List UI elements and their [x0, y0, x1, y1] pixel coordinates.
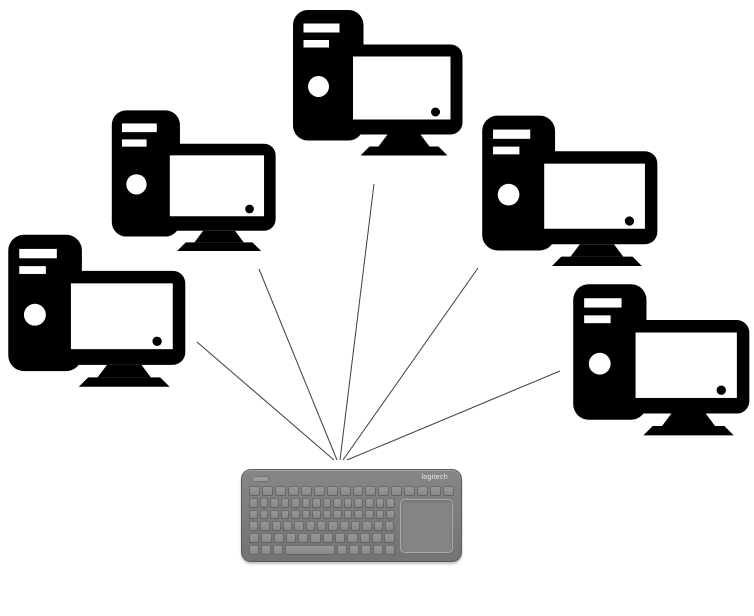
- keyboard-key: [372, 545, 383, 555]
- keyboard-key: [270, 497, 279, 508]
- keyboard-key: [333, 509, 342, 520]
- keyboard-key: [280, 497, 290, 508]
- keyboard-key: [326, 486, 338, 496]
- desktop-computer-icon: [2, 230, 190, 390]
- keyboard-key: [354, 497, 364, 508]
- keyboard-key: [272, 545, 283, 555]
- connection-line-upper-right: [342, 267, 479, 461]
- keyboard-key: [274, 486, 286, 496]
- keyboard-key: [336, 545, 347, 555]
- keyboard-mouse-click-button: [252, 476, 269, 482]
- keyboard-key: [333, 497, 342, 508]
- keyboard-key: [270, 509, 279, 520]
- keyboard-key: [365, 509, 374, 520]
- keyboard-key: [365, 486, 377, 496]
- keyboard-key: [259, 497, 269, 508]
- desktop-computer-icon: [476, 112, 662, 268]
- keyboard-key: [430, 486, 442, 496]
- connection-line-left: [196, 341, 335, 461]
- keyboard-key: [301, 509, 311, 520]
- keyboard-key: [260, 521, 270, 532]
- keyboard-key: [260, 545, 271, 555]
- keyboard-key: [271, 521, 282, 532]
- keyboard-key: [386, 497, 395, 508]
- keyboard-key: [312, 497, 321, 508]
- keyboard-key: [404, 486, 416, 496]
- keyboard-key: [443, 486, 454, 496]
- keyboard-key: [362, 521, 372, 532]
- keyboard-key: [371, 533, 383, 544]
- keyboard-key: [261, 533, 272, 544]
- keyboard-key: [339, 521, 350, 532]
- keyboard-key: [305, 521, 316, 532]
- keyboard-touchpad: [400, 499, 453, 553]
- keyboard-key: [347, 533, 358, 544]
- keyboard-key: [294, 521, 304, 532]
- keyboard-key: [283, 521, 293, 532]
- keyboard-key: [249, 545, 259, 555]
- keyboard-key: [373, 521, 384, 532]
- keyboard-key: [384, 533, 395, 544]
- keyboard-key: [249, 486, 260, 496]
- keyboard-key: [328, 521, 338, 532]
- keyboard-key: [261, 486, 273, 496]
- keyboard-key: [249, 533, 260, 544]
- keyboard-key: [348, 545, 359, 555]
- desktop-computer-icon: [567, 280, 754, 438]
- keyboard-key: [291, 509, 300, 520]
- desktop-computer-icon: [106, 106, 280, 254]
- keyboard-key: [375, 497, 385, 508]
- keyboard-key: [343, 509, 353, 520]
- keyboard-keys: [249, 486, 454, 555]
- keyboard-key: [354, 509, 364, 520]
- keyboard-key-row: [249, 533, 395, 544]
- keyboard-key: [365, 497, 374, 508]
- wireless-keyboard: logitech: [241, 469, 462, 562]
- keyboard-key: [287, 486, 299, 496]
- keyboard-key: [384, 545, 395, 555]
- keyboard-key: [360, 545, 371, 555]
- keyboard-key: [249, 497, 258, 508]
- keyboard-key: [343, 497, 353, 508]
- keyboard-key: [273, 533, 284, 544]
- keyboard-key-row: [249, 545, 395, 555]
- keyboard-key: [352, 486, 364, 496]
- connection-line-right: [346, 370, 561, 461]
- keyboard-key: [285, 533, 297, 544]
- keyboard-key-row: [249, 521, 395, 532]
- keyboard-key: [310, 533, 321, 544]
- keyboard-key: [417, 486, 429, 496]
- keyboard-key: [322, 497, 332, 508]
- keyboard-key: [378, 486, 390, 496]
- spacebar-key: [284, 545, 335, 555]
- keyboard-key: [339, 486, 351, 496]
- keyboard-key: [385, 521, 395, 532]
- keyboard-key-row: [249, 486, 454, 496]
- keyboard-key: [322, 533, 334, 544]
- keyboard-key: [298, 533, 309, 544]
- keyboard-key: [359, 533, 370, 544]
- keyboard-key-row: [249, 497, 395, 508]
- keyboard-key: [313, 486, 325, 496]
- keyboard-key: [249, 521, 259, 532]
- keyboard-key: [351, 521, 361, 532]
- keyboard-key: [249, 509, 258, 520]
- keyboard-brand-label: logitech: [421, 474, 448, 481]
- connection-line-upper-left: [258, 268, 338, 461]
- keyboard-key: [301, 497, 311, 508]
- keyboard-key: [259, 509, 269, 520]
- keyboard-key: [335, 533, 346, 544]
- keyboard-key-row: [249, 509, 395, 520]
- keyboard-key: [280, 509, 290, 520]
- keyboard-key: [375, 509, 385, 520]
- keyboard-key: [317, 521, 327, 532]
- connection-line-top: [339, 183, 375, 461]
- keyboard-key: [300, 486, 312, 496]
- keyboard-key: [386, 509, 395, 520]
- keyboard-key: [322, 509, 332, 520]
- keyboard-key: [312, 509, 321, 520]
- keyboard-key: [391, 486, 403, 496]
- desktop-computer-icon: [287, 6, 467, 158]
- keyboard-key: [291, 497, 300, 508]
